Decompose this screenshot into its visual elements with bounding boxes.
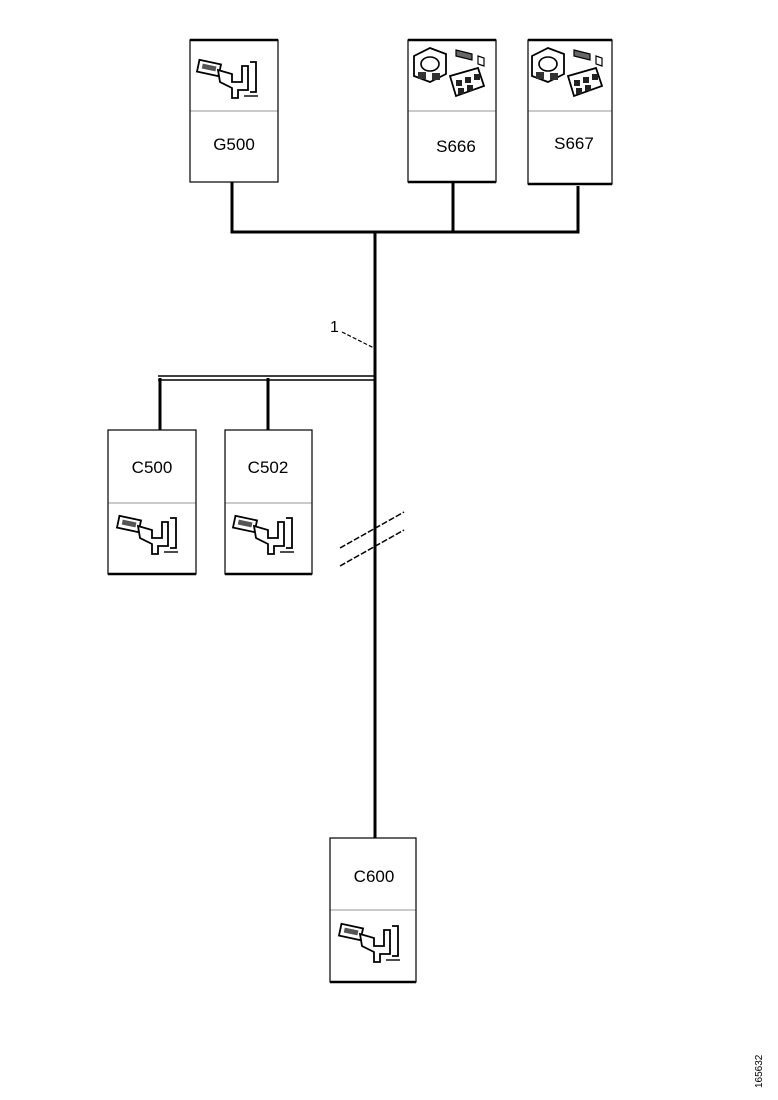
connector-label: C502 [248, 458, 289, 477]
connector-label: S666 [436, 137, 476, 156]
callout-1: 1 [330, 319, 375, 349]
connector-label: S667 [554, 134, 594, 153]
wire-harness [158, 182, 580, 838]
wire-break-symbol [339, 511, 405, 567]
figure-id: 165632 [754, 1054, 765, 1088]
connector-top-left: G500 [189, 38, 279, 183]
connector-top-middle: S666 [407, 38, 497, 184]
connector-top-right: S667 [527, 38, 613, 186]
connector-label: C600 [354, 867, 395, 886]
connector-branch-left: C500 [107, 429, 197, 576]
connector-bottom: C600 [329, 837, 417, 984]
connector-branch-right: C502 [224, 429, 313, 576]
callout-label: 1 [330, 319, 339, 336]
connector-label: C500 [132, 458, 173, 477]
connector-label: G500 [213, 135, 255, 154]
